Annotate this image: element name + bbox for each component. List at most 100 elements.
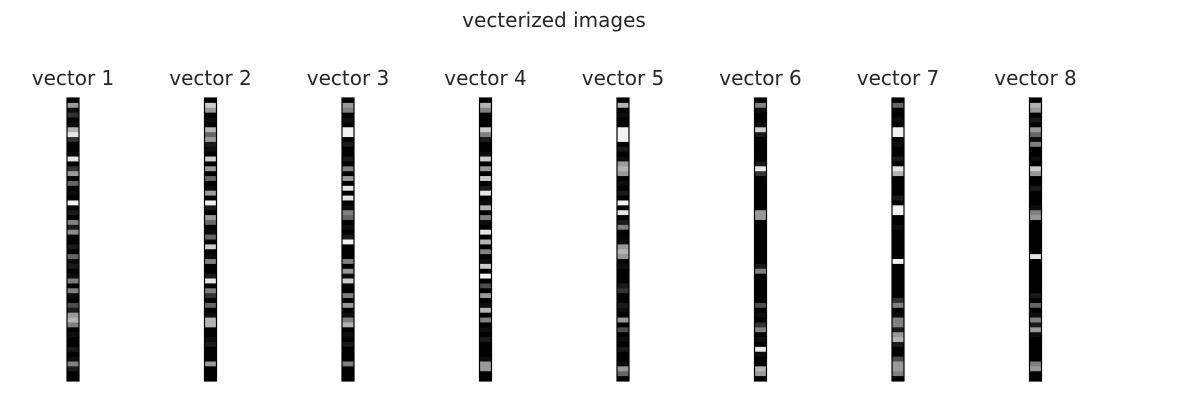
heatmap-cell [754, 254, 767, 260]
heatmap-cell [617, 171, 629, 177]
heatmap-cell [754, 376, 767, 382]
heatmap-cell [67, 190, 79, 196]
heatmap-cell [342, 137, 354, 143]
heatmap-cell [204, 312, 217, 318]
heatmap-cell [479, 351, 492, 357]
heatmap-cell [204, 263, 217, 270]
heatmap-cell [1029, 122, 1042, 128]
heatmap-cell [1029, 332, 1042, 338]
heatmap-cell [1029, 351, 1042, 357]
heatmap-cell [479, 293, 492, 299]
panel-frame [753, 97, 768, 382]
heatmap-cell [479, 376, 492, 382]
heatmap-cell [754, 205, 767, 211]
heatmap-cell [892, 180, 904, 187]
heatmap-cell [204, 127, 217, 133]
heatmap-cell [617, 146, 629, 153]
heatmap-cell [204, 249, 217, 255]
heatmap-cell [67, 346, 79, 353]
heatmap-cell [342, 317, 354, 323]
heatmap-cell [754, 210, 767, 216]
panel-frame [478, 97, 493, 382]
heatmap-cell [1029, 341, 1042, 348]
heatmap-cell [754, 356, 767, 362]
heatmap-cell [479, 302, 492, 309]
heatmap-cell [204, 102, 217, 109]
heatmap-cell [479, 112, 492, 118]
heatmap-cell [892, 205, 904, 211]
heatmap-cell [204, 205, 217, 211]
heatmap-cell [617, 180, 629, 187]
heatmap-cell [204, 317, 217, 323]
heatmap-cell [204, 190, 217, 196]
heatmap-cell [754, 351, 767, 357]
heatmap-cell [479, 146, 492, 153]
heatmap-cell [479, 322, 492, 328]
heatmap-cell [479, 205, 492, 211]
heatmap-cell [479, 127, 492, 133]
heatmap-cell [67, 102, 79, 109]
heatmap-cell [892, 215, 904, 221]
heatmap-cell [67, 156, 79, 162]
heatmap-cell [204, 376, 217, 382]
heatmap-cell [617, 337, 629, 343]
heatmap-cell [617, 298, 629, 304]
heatmap-cell [617, 341, 629, 348]
heatmap-cell [617, 254, 629, 260]
heatmap-cell [67, 288, 79, 294]
heatmap-cell [67, 166, 79, 172]
heatmap-cell [204, 151, 217, 157]
heatmap-cell [479, 327, 492, 333]
heatmap-cell [617, 127, 629, 133]
heatmap-cell [892, 273, 904, 279]
heatmap-cell [617, 371, 629, 377]
heatmap-cell [1029, 312, 1042, 318]
heatmap-cell [1029, 298, 1042, 304]
heatmap-cell [204, 283, 217, 289]
heatmap-cell [1029, 176, 1042, 182]
heatmap-cell [67, 146, 79, 153]
heatmap-cell [204, 298, 217, 304]
heatmap-cell [342, 268, 354, 275]
heatmap-cell [754, 263, 767, 270]
panel-frame [341, 97, 355, 382]
heatmap-cell [892, 346, 904, 353]
heatmap-cell [754, 171, 767, 177]
heatmap-cell [754, 215, 767, 221]
heatmap-cell [342, 112, 354, 118]
heatmap-cell [67, 366, 79, 372]
heatmap-cell [1029, 273, 1042, 279]
heatmap-cell [1029, 195, 1042, 201]
heatmap-cell [892, 298, 904, 304]
heatmap-cell [204, 351, 217, 357]
heatmap-cell [204, 361, 217, 367]
heatmap-cell [342, 219, 354, 226]
heatmap-cell [1029, 146, 1042, 153]
heatmap-cell [479, 337, 492, 343]
heatmap-cell [1029, 200, 1042, 206]
heatmap-cell [1029, 293, 1042, 299]
heatmap-cell [617, 137, 629, 143]
heatmap-cell [617, 351, 629, 357]
heatmap-cell [479, 312, 492, 318]
heatmap-cell [204, 146, 217, 153]
heatmap-cell [67, 332, 79, 338]
heatmap-cell [617, 224, 629, 231]
heatmap-cell [342, 234, 354, 240]
heatmap-cell [1029, 171, 1042, 177]
heatmap-cell [479, 171, 492, 177]
heatmap-cell [479, 200, 492, 206]
vector-panel-6: vector 6 [719, 66, 802, 382]
heatmap-cell [754, 317, 767, 323]
heatmap-cell [617, 361, 629, 367]
heatmap-cell [204, 132, 217, 138]
heatmap-cell [204, 288, 217, 294]
heatmap-cell [204, 112, 217, 118]
heatmap-cell [892, 239, 904, 245]
heatmap-cell [67, 283, 79, 289]
heatmap-cell [67, 278, 79, 284]
heatmap-cell [342, 351, 354, 357]
heatmap-cell [204, 176, 217, 182]
heatmap-cell [67, 117, 79, 123]
heatmap-cell [67, 273, 79, 279]
